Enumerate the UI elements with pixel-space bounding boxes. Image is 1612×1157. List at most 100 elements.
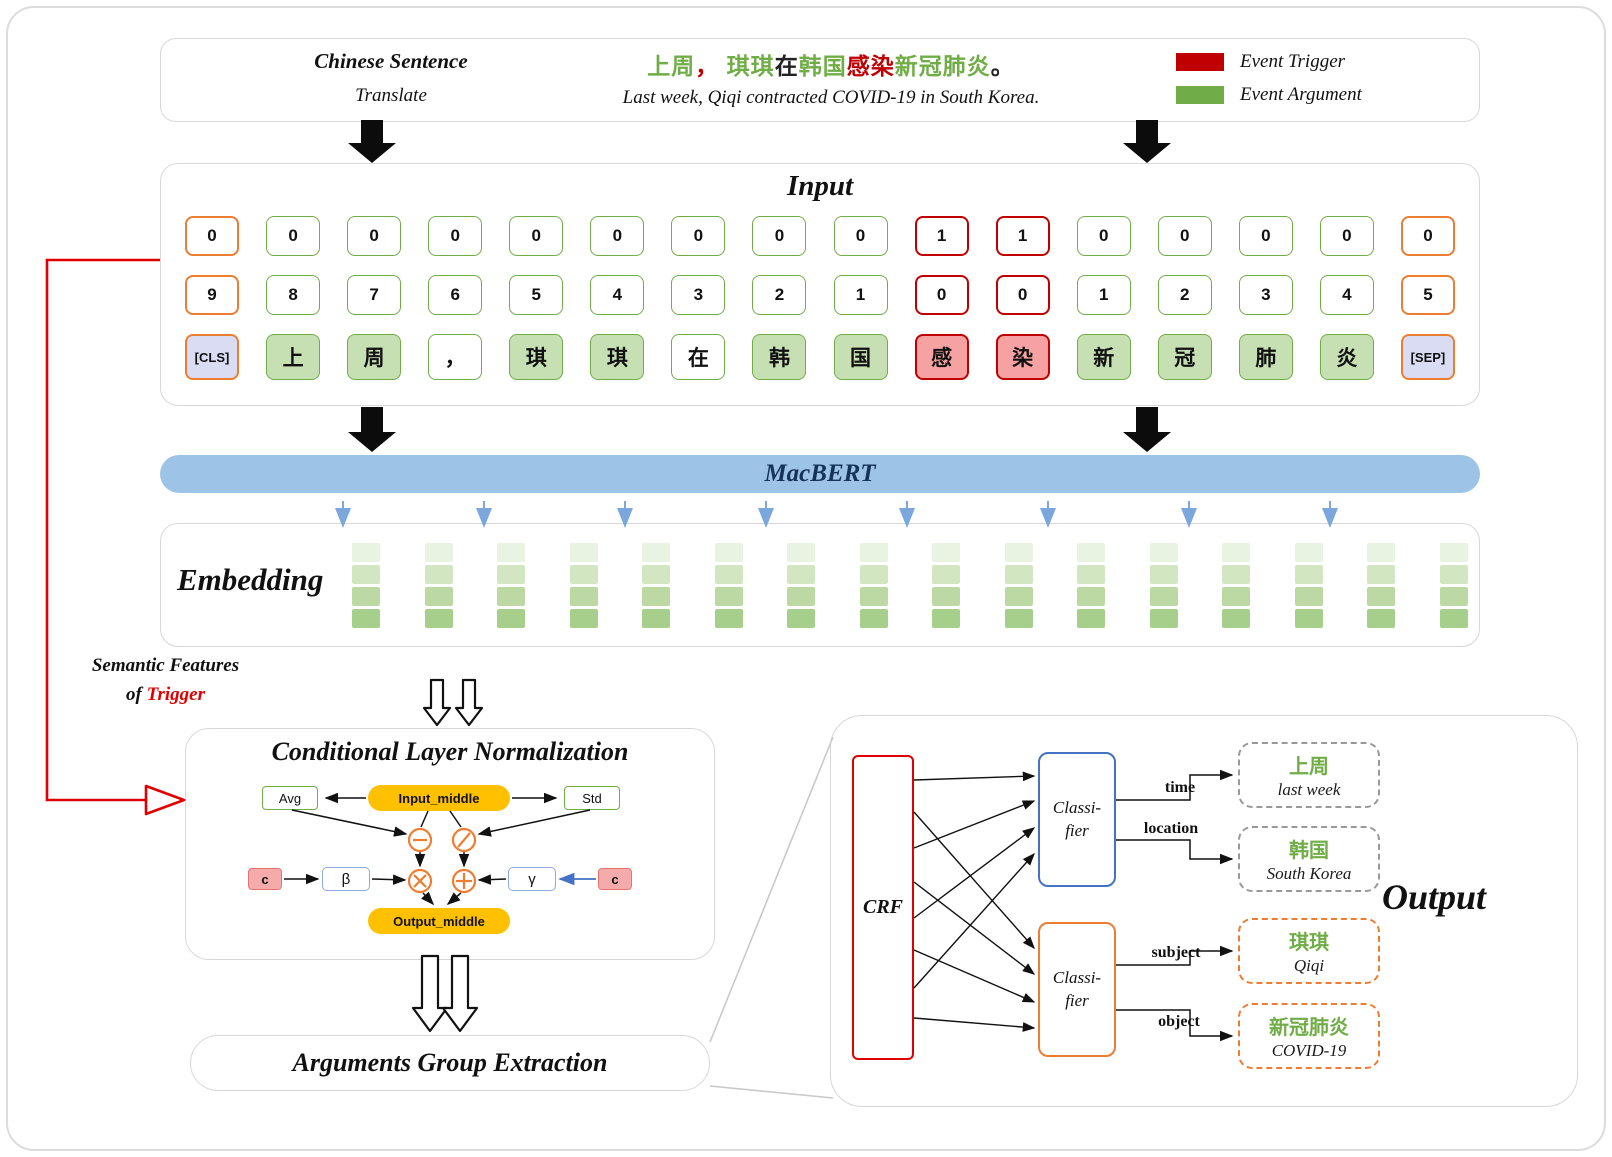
sentence-panel: Chinese Sentence Translate 上周， 琪琪在韩国感染新冠… (160, 38, 1480, 122)
mask-cell: 0 (1076, 216, 1131, 256)
result-en: Qiqi (1293, 956, 1325, 975)
embedding-cell (932, 565, 961, 584)
input-middle-box: Input_middle (368, 785, 510, 811)
embedding-cell (1149, 587, 1178, 606)
embedding-cell (1294, 565, 1323, 584)
embedding-cell (1149, 609, 1178, 628)
embedding-cell (497, 565, 526, 584)
position-cell: 0 (995, 275, 1050, 315)
embedding-vector (424, 543, 453, 628)
input-title: Input (786, 170, 854, 202)
embedding-cell (424, 543, 453, 562)
crf-box: CRF (852, 755, 914, 1060)
sentence-segment: 在 (774, 53, 799, 79)
token-cell: 上 (266, 334, 321, 380)
mask-cell: 0 (1319, 216, 1374, 256)
position-cell: 9 (185, 275, 239, 315)
position-cell: 1 (833, 275, 888, 315)
mask-cell: 0 (347, 216, 402, 256)
embedding-cell (1222, 609, 1251, 628)
token-cell: 炎 (1319, 334, 1374, 380)
embedding-cell (787, 565, 816, 584)
position-cell: 4 (590, 275, 645, 315)
embedding-cell (1149, 543, 1178, 562)
embedding-cell (932, 609, 961, 628)
legend-label: Event Trigger (1240, 51, 1346, 72)
std-box: Std (564, 786, 620, 810)
avg-box: Avg (262, 786, 318, 810)
chinese-sentence: 上周， 琪琪在韩国感染新冠肺炎。 (541, 47, 1121, 81)
embedding-vectors (352, 543, 1468, 628)
english-translation: Last week, Qiqi contracted COVID-19 in S… (622, 87, 1040, 108)
embedding-cell (642, 565, 671, 584)
embedding-vector (1439, 543, 1468, 628)
beta-box: β (322, 867, 370, 891)
embedding-cell (932, 587, 961, 606)
result-subject: 琪琪 Qiqi (1238, 918, 1380, 984)
embedding-vector (1222, 543, 1251, 628)
embedding-vector (642, 543, 671, 628)
embedding-cell (714, 587, 743, 606)
token-cell: [SEP] (1400, 334, 1455, 380)
sentence-segment: 琪琪 (719, 53, 775, 79)
mask-cell: 1 (995, 216, 1050, 256)
embedding-cell (714, 565, 743, 584)
mask-cell: 0 (1157, 216, 1212, 256)
position-cell: 0 (914, 275, 969, 315)
embedding-cell (859, 543, 888, 562)
classifier-subject-object: Classi- fier (1038, 922, 1116, 1057)
embedding-cell (932, 543, 961, 562)
classifier-label: fier (1065, 820, 1089, 840)
position-cell: 3 (1238, 275, 1293, 315)
embedding-cell (569, 543, 598, 562)
token-cell: 肺 (1238, 334, 1293, 380)
arguments-group-extraction-box: Arguments Group Extraction (190, 1035, 710, 1091)
sentence-segment: 新冠肺炎 (894, 53, 991, 79)
token-row: [CLS]上周，琪琪在韩国感染新冠肺炎[SEP] (185, 334, 1455, 380)
embedding-vector (1294, 543, 1323, 628)
semantic-features-line2: of (126, 683, 142, 705)
embedding-vector (352, 543, 380, 628)
embedding-cell (497, 587, 526, 606)
result-object: 新冠肺炎 COVID-19 (1238, 1003, 1380, 1069)
embedding-cell (1077, 543, 1106, 562)
embedding-cell (1077, 587, 1106, 606)
embedding-cell (642, 543, 671, 562)
embedding-cell (569, 565, 598, 584)
cln-title: Conditional Layer Normalization (271, 737, 629, 766)
embedding-cell (1222, 543, 1251, 562)
mask-cell: 0 (1400, 216, 1455, 256)
output-title: Output (1382, 877, 1487, 917)
embedding-cell (859, 587, 888, 606)
object-role-label: object (1146, 1013, 1212, 1031)
mask-cell: 0 (833, 216, 888, 256)
embedding-vector (1077, 543, 1106, 628)
time-role-label: time (1150, 779, 1210, 797)
event-argument-swatch (1176, 86, 1224, 104)
embedding-panel: Embedding (160, 523, 1480, 647)
sentence-segment: ， (695, 53, 720, 79)
embedding-cell (859, 565, 888, 584)
legend-label: Event Argument (1240, 84, 1362, 105)
token-cell: 琪 (590, 334, 645, 380)
mask-cell: 0 (266, 216, 321, 256)
token-cell: 冠 (1157, 334, 1212, 380)
embedding-cell (859, 609, 888, 628)
embedding-cell (1294, 609, 1323, 628)
token-cell: 周 (347, 334, 402, 380)
condition-c-left-box: c (248, 868, 282, 890)
token-cell: ， (428, 334, 483, 380)
sentence-segment: 上周 (647, 53, 696, 79)
embedding-cell (714, 543, 743, 562)
embedding-cell (1004, 543, 1033, 562)
translate-label: Translate (355, 85, 427, 106)
embedding-cell (424, 565, 453, 584)
embedding-cell (569, 609, 598, 628)
embedding-cell (569, 587, 598, 606)
classifier-label: Classi- (1052, 967, 1102, 987)
embedding-vector (859, 543, 888, 628)
page-frame (6, 6, 1606, 1151)
trigger-highlight: Trigger (146, 683, 205, 705)
